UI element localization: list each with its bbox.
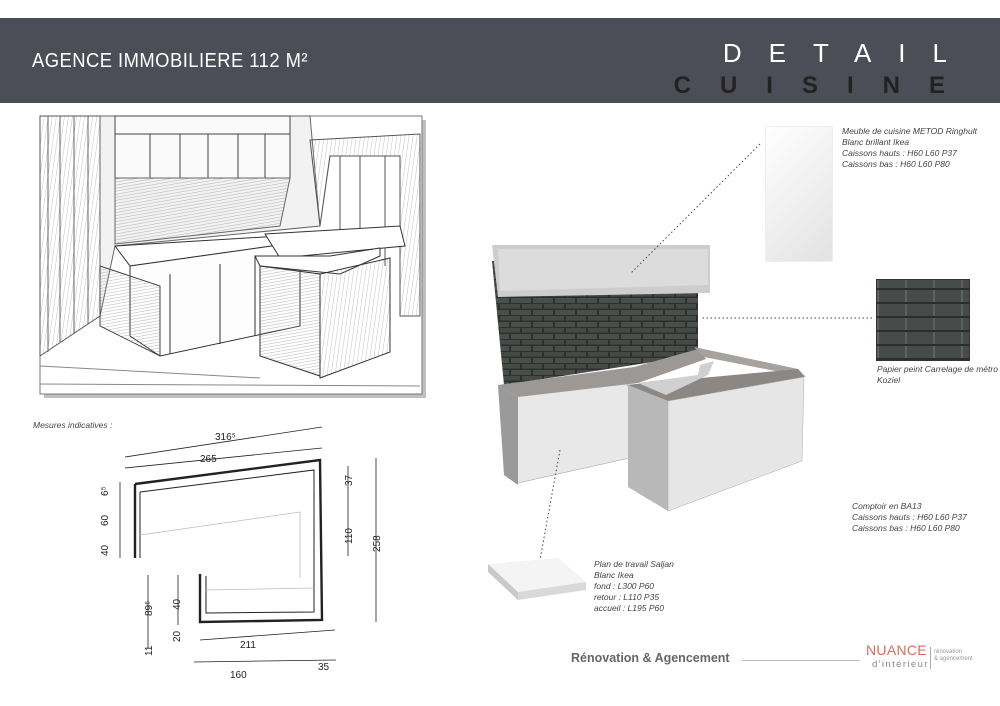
- dim-265: 265: [200, 454, 217, 465]
- metod-note: Meuble de cuisine METOD Ringhult Blanc b…: [842, 126, 977, 169]
- metro-tile-swatch: [877, 280, 969, 360]
- worktop-note: Plan de travail Saljan Blanc Ikea fond :…: [594, 559, 674, 613]
- dim-40-left: 40: [100, 544, 111, 556]
- kitchen-plan-drawing: 316⁵ 265 6⁵ 60 40 37 110 258 89⁵ 40 20 1…: [100, 426, 383, 681]
- metod-cabinet-swatch: [765, 126, 833, 262]
- page-title: AGENCE IMMOBILIERE 112 M²: [32, 50, 308, 72]
- brand-logo: NUANCE d'intérieur rénovation & agenceme…: [866, 642, 976, 674]
- dim-11: 11: [144, 645, 155, 656]
- comptoir-note: Comptoir en BA13 Caissons hauts : H60 L6…: [852, 501, 967, 533]
- cuisine-heading: CUISINE: [673, 72, 974, 99]
- footer-divider: [742, 660, 860, 661]
- worktop-swatch: [488, 558, 586, 600]
- dim-89: 89⁵: [144, 601, 155, 616]
- dim-110: 110: [344, 528, 355, 544]
- dim-6: 6⁵: [100, 486, 111, 496]
- dim-35: 35: [318, 662, 330, 673]
- dim-37: 37: [344, 474, 355, 486]
- dim-60: 60: [100, 514, 111, 526]
- dim-20: 20: [172, 630, 183, 642]
- measures-label: Mesures indicatives :: [33, 420, 113, 430]
- footer-tagline: Rénovation & Agencement: [571, 651, 730, 665]
- dim-211: 211: [240, 640, 256, 651]
- dim-40-mid: 40: [172, 598, 183, 610]
- brand-subtitle: d'intérieur: [872, 659, 929, 670]
- brand-name: NUANCE: [866, 642, 927, 658]
- kitchen-sketch-illustration: [39, 115, 426, 398]
- dim-258: 258: [372, 535, 383, 552]
- dim-160: 160: [230, 670, 247, 681]
- detail-heading: DETAIL: [722, 38, 974, 68]
- brand-side-text: rénovation & agencement: [934, 649, 973, 662]
- header-banner: AGENCE IMMOBILIERE 112 M² DETAIL CUISINE: [0, 18, 1000, 103]
- dim-316: 316⁵: [215, 432, 236, 443]
- brand-separator: [930, 647, 931, 669]
- wallpaper-note: Papier peint Carrelage de métro Koziel: [877, 364, 998, 385]
- kitchen-3d-render: [492, 245, 806, 512]
